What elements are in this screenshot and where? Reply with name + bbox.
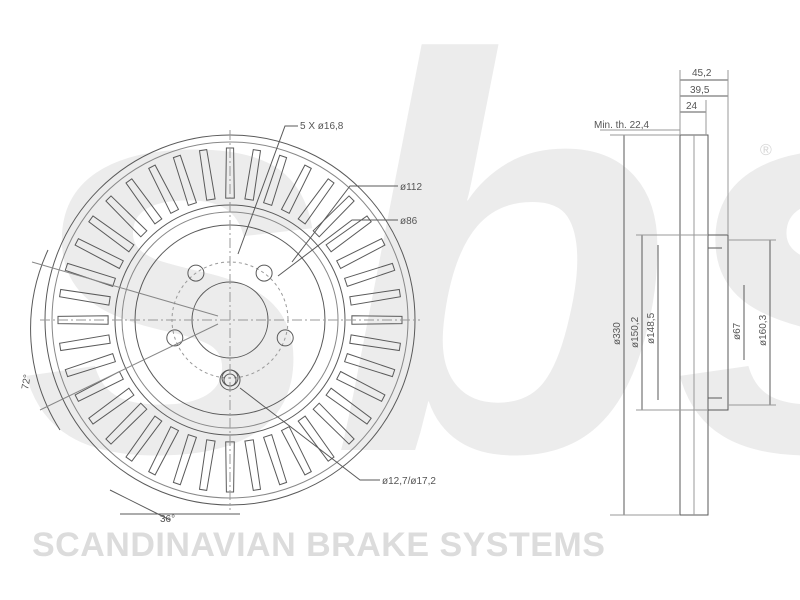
cooling-vane [343,352,396,378]
cooling-vane [225,441,235,493]
cooling-vane [64,262,117,288]
cooling-vane [297,415,335,462]
bolt-hole [255,264,273,282]
label-center-bore: ø67 [732,322,743,340]
leader-pcd-outer [291,185,398,263]
label-bolt-holes: 5 X ø16,8 [300,121,344,132]
pitch-ext-1 [109,489,171,521]
cooling-vane [244,149,262,201]
label-pcd: ø160,3 [758,314,769,346]
bolt-hole [276,329,294,347]
hat-section [707,234,729,411]
cooling-vane [297,178,335,225]
cooling-vanes [57,147,403,493]
label-min-thickness: Min. th. 22,4 [594,120,649,131]
cooling-vane [148,164,180,214]
cooling-vane [148,426,180,476]
cooling-vane [88,387,135,425]
leader-bolt-holes [237,125,298,255]
side-view [600,70,776,516]
cooling-vane [74,370,124,402]
cooling-vane [325,387,372,425]
cooling-vane [262,154,288,207]
angle-ray-2 [39,323,219,411]
bolt-hole [166,329,184,347]
label-width-total: 45,2 [692,68,712,79]
bolt-hole [187,264,205,282]
angle-arc-72 [30,249,61,431]
cooling-vane [125,415,163,462]
leader-center-holes [239,387,380,481]
cooling-vane [172,433,198,486]
registered-mark: ® [760,142,772,159]
cooling-vane [57,315,109,325]
label-vane-pitch: 36° [160,514,175,525]
cooling-vane [343,262,396,288]
cooling-vane [59,334,111,352]
cooling-vane [351,315,403,325]
brand-tagline: SCANDINAVIAN BRAKE SYSTEMS [32,526,605,564]
cooling-vane [262,433,288,486]
label-diameter-disc: ø330 [612,322,623,345]
leader-pcd-inner [277,219,398,277]
front-view [30,125,420,521]
cooling-vane [336,370,386,402]
cooling-vane [244,439,262,491]
cooling-vane [88,215,135,253]
cooling-vane [312,195,355,238]
label-diameter-hat-inner: ø148,5 [646,312,657,344]
watermark-logo: sbs [20,0,800,569]
label-angle: 72° [20,374,33,391]
cooling-vane [312,402,355,445]
cooling-vane [336,238,386,270]
cooling-vane [125,178,163,225]
cooling-vane [198,149,216,201]
cooling-vane [105,195,148,238]
cooling-vane [280,426,312,476]
cooling-vane [325,215,372,253]
label-pcd-outer: ø112 [400,182,422,193]
label-center-holes: ø12,7/ø17,2 [382,476,436,487]
angle-ray-1 [31,261,219,317]
label-thickness: 24 [686,101,698,112]
label-width-hat: 39,5 [690,85,710,96]
cooling-vane [225,147,235,199]
cooling-vane [59,288,111,306]
label-diameter-hat: ø150,2 [630,316,641,348]
cooling-vane [172,154,198,207]
cooling-vane [198,439,216,491]
cooling-vane [74,238,124,270]
cooling-vane [280,164,312,214]
cooling-vane [349,334,401,352]
cooling-vane [64,352,117,378]
label-pcd-inner: ø86 [400,216,418,227]
cooling-vane [349,288,401,306]
cooling-vane [105,402,148,445]
